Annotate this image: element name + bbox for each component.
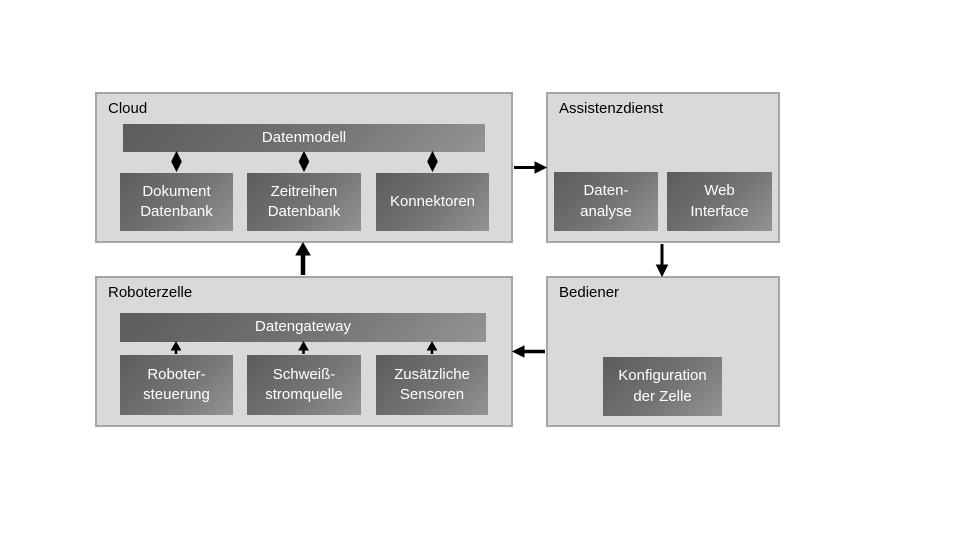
arrow-bediener-to-roboterzelle xyxy=(511,345,545,358)
box-schweissstromquelle: Schweiß- stromquelle xyxy=(247,355,361,415)
datengateway-bar: Datengateway xyxy=(120,313,486,342)
assistenzdienst-label: Assistenzdienst xyxy=(559,100,664,117)
box-datenanalyse: Daten- analyse xyxy=(554,172,658,231)
bediener-container: Bediener Konfiguration der Zelle xyxy=(546,276,780,427)
box-dokument-datenbank: Dokument Datenbank xyxy=(120,173,233,231)
box-konnektoren: Konnektoren xyxy=(376,173,489,231)
box-robotersteuerung: Roboter- steuerung xyxy=(120,355,233,415)
roboterzelle-container: Roboterzelle Datengateway Roboter- steue… xyxy=(95,276,513,427)
box-zeitreihen-datenbank: Zeitreihen Datenbank xyxy=(247,173,361,231)
cloud-label: Cloud xyxy=(108,100,148,117)
roboterzelle-label: Roboterzelle xyxy=(108,284,193,301)
cloud-container: Cloud Datenmodell Dokument Datenbank Zei… xyxy=(95,92,513,243)
arrow-roboterzelle-to-cloud xyxy=(295,242,311,275)
box-zusaetzliche-sensoren: Zusätzliche Sensoren xyxy=(376,355,488,415)
box-konfiguration-der-zelle: Konfiguration der Zelle xyxy=(603,357,722,416)
arrow-assistenzdienst-to-bediener xyxy=(655,244,669,278)
assistenzdienst-container: Assistenzdienst Daten- analyse Web Inter… xyxy=(546,92,780,243)
datenmodell-bar: Datenmodell xyxy=(123,124,485,152)
arrow-cloud-to-assistenzdienst xyxy=(514,161,548,174)
bediener-label: Bediener xyxy=(559,284,620,301)
box-web-interface: Web Interface xyxy=(667,172,772,231)
